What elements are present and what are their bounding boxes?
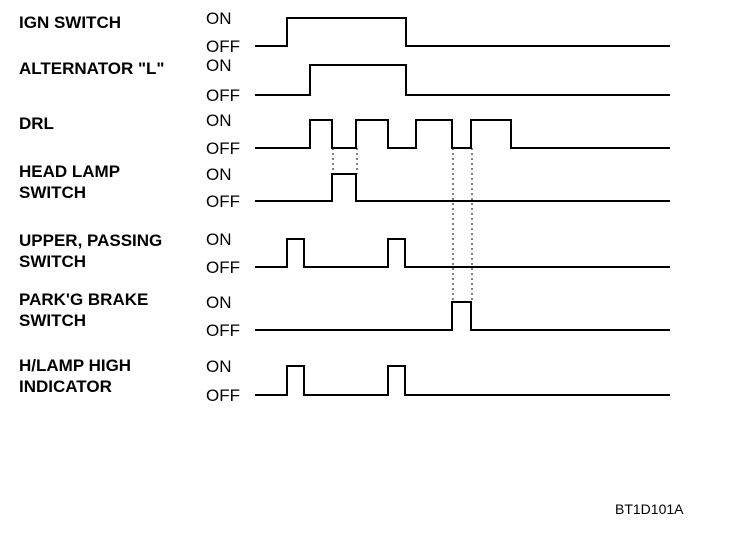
head-lamp-switch-off-label: OFF	[206, 192, 240, 211]
parkg-brake-switch-waveform	[255, 301, 670, 331]
reference-code: BT1D101A	[615, 501, 684, 517]
hlamp-high-indicator-label-line2: INDICATOR	[19, 377, 112, 396]
parkg-brake-switch-label-line2: SWITCH	[19, 311, 86, 330]
waveforms	[255, 17, 670, 396]
upper-passing-switch-waveform	[255, 238, 670, 268]
parkg-brake-switch-label: PARK'G BRAKE	[19, 290, 148, 309]
alternator-l-waveform	[255, 64, 670, 96]
head-lamp-switch-waveform	[255, 173, 670, 202]
drl-off-label: OFF	[206, 139, 240, 158]
parkg-brake-switch-on-label: ON	[206, 293, 232, 312]
hlamp-high-indicator-on-label: ON	[206, 357, 232, 376]
guide-lines	[332, 148, 473, 302]
drl-on-label: ON	[206, 111, 232, 130]
head-lamp-switch-label: HEAD LAMP	[19, 162, 120, 181]
ign-switch-waveform	[255, 17, 670, 47]
upper-passing-switch-off-label: OFF	[206, 258, 240, 277]
ign-switch-label: IGN SWITCH	[19, 13, 121, 32]
head-lamp-switch-label-line2: SWITCH	[19, 183, 86, 202]
alternator-l-off-label: OFF	[206, 86, 240, 105]
hlamp-high-indicator-waveform	[255, 365, 670, 396]
hlamp-high-indicator-label: H/LAMP HIGH	[19, 356, 131, 375]
alternator-l-label: ALTERNATOR "L"	[19, 59, 165, 78]
signal-labels: IGN SWITCH ALTERNATOR "L" DRL HEAD LAMP SWIT…	[19, 13, 165, 396]
ign-switch-on-label: ON	[206, 9, 232, 28]
drl-waveform	[255, 119, 670, 149]
upper-passing-switch-label-line2: SWITCH	[19, 252, 86, 271]
drl-label: DRL	[19, 114, 54, 133]
head-lamp-switch-on-label: ON	[206, 165, 232, 184]
hlamp-high-indicator-off-label: OFF	[206, 386, 240, 405]
upper-passing-switch-label: UPPER, PASSING	[19, 231, 162, 250]
upper-passing-switch-on-label: ON	[206, 230, 232, 249]
parkg-brake-switch-off-label: OFF	[206, 321, 240, 340]
alternator-l-on-label: ON	[206, 56, 232, 75]
ign-switch-off-label: OFF	[206, 37, 240, 56]
